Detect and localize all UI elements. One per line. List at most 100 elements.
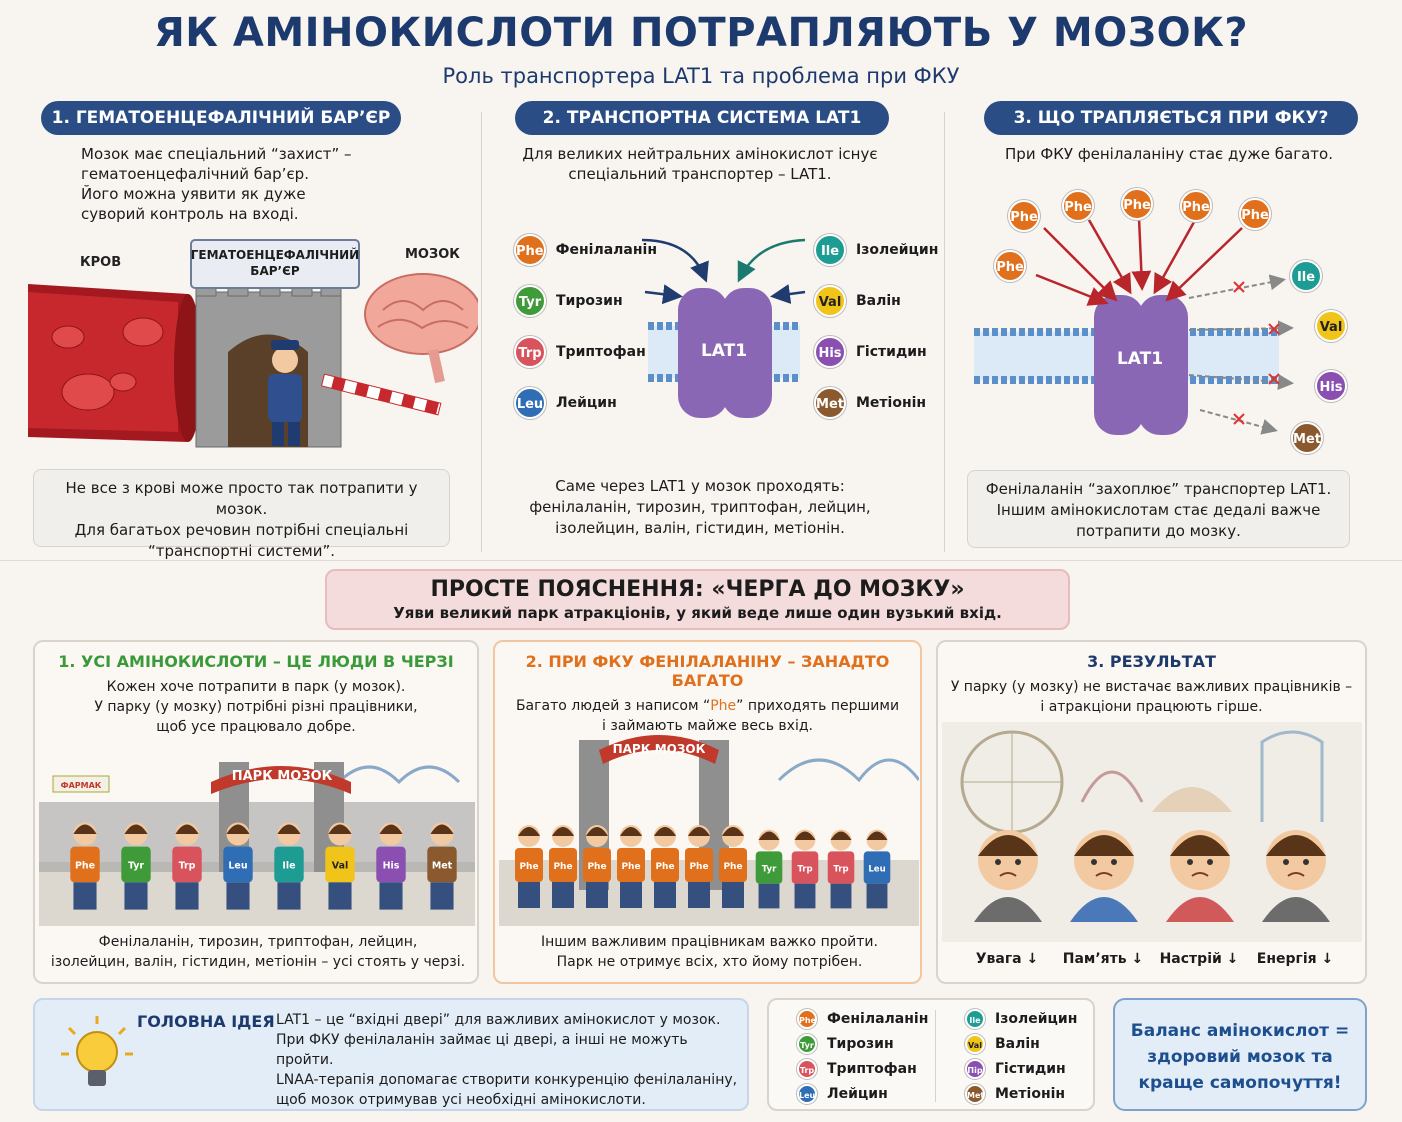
- panel1-text: Кожен хоче потрапити в парк (у мозок).У …: [94, 679, 418, 735]
- section2-intro: Для великих нейтральних амінокислот існу…: [522, 145, 878, 183]
- svg-text:Phe: Phe: [689, 862, 708, 872]
- svg-text:Phe: Phe: [519, 862, 538, 872]
- panel1-heading: 1. УСІ АМІНОКИСЛОТИ – ЦЕ ЛЮДИ В ЧЕРЗІ: [58, 652, 454, 671]
- panel3-heading: 3. РЕЗУЛЬТАТ: [1087, 652, 1216, 671]
- svg-text:Trp: Trp: [179, 861, 196, 872]
- amino-badge-icon: Trp: [514, 335, 546, 368]
- amino-badge-icon: Val: [965, 1033, 985, 1054]
- amino-badge-icon: Val: [814, 284, 846, 317]
- phe-molecule-icon: Phe: [1239, 198, 1271, 230]
- blocked-his-icon: His: [1315, 370, 1347, 402]
- section1-intro: Мозок має спеціальний “захист” –гематоен…: [81, 145, 352, 223]
- amino-badge-icon: Tyr: [797, 1033, 817, 1054]
- lat1-label: LAT1: [701, 341, 747, 361]
- main-idea-box: ГОЛОВНА ІДЕЯ LAT1 – це “вхідні двері” дл…: [33, 998, 749, 1111]
- person-phe: Phe: [719, 825, 747, 908]
- panel2-caption: Іншим важливим працівникам важко пройти.…: [541, 934, 878, 970]
- svg-text:Trp: Trp: [833, 864, 848, 874]
- sad-kid: [1262, 830, 1330, 922]
- person-phe: Phe: [685, 825, 713, 908]
- person-val: Val: [325, 822, 355, 910]
- label-energy: Енергія ↓: [1256, 951, 1334, 967]
- amino-name: Метіонін: [995, 1085, 1066, 1102]
- park-gate-sign: ПАРК МОЗОК: [232, 769, 333, 784]
- amino-name: Ізолейцин: [856, 241, 939, 258]
- svg-text:Ile: Ile: [282, 861, 295, 872]
- blocked-met-icon: Met: [1291, 422, 1323, 454]
- brain-label: МОЗОК: [405, 247, 460, 262]
- barrier-sign-line1: ГЕМАТОЕНЦЕФАЛІЧНИЙ: [191, 247, 359, 262]
- amino-badge-icon: Phe: [514, 233, 546, 266]
- phe-molecule-icon: Phe: [1062, 190, 1094, 222]
- amino-name: Ізолейцин: [995, 1010, 1078, 1027]
- pku-competition-diagram: LAT1: [974, 217, 1294, 435]
- svg-text:Phe: Phe: [75, 861, 95, 872]
- divider: [944, 112, 945, 552]
- svg-text:Val: Val: [332, 861, 348, 872]
- svg-text:Met: Met: [432, 861, 453, 872]
- panel-result: 3. РЕЗУЛЬТАТ У парку (у мозку) не вистач…: [936, 640, 1367, 984]
- main-idea-text: LAT1 – це “вхідні двері” для важливих ам…: [276, 1012, 738, 1108]
- svg-text:Phe: Phe: [553, 862, 572, 872]
- barrier-sign-line2: БАР’ЄР: [250, 264, 300, 278]
- amino-row-trp: Trp Триптофан: [514, 326, 654, 377]
- person-phe: Phe: [617, 825, 645, 908]
- divider: [0, 560, 1402, 561]
- person-phe: Phe: [651, 825, 679, 908]
- result-labels: Увага ↓ Пам’ять ↓ Настрій ↓ Енергія ↓: [938, 949, 1369, 969]
- section1-note: Не все з крові може просто так потрапити…: [33, 469, 450, 560]
- divider: [481, 112, 482, 552]
- amino-name: Валін: [856, 292, 901, 309]
- section2-note: Саме через LAT1 у мозок проходять:феніла…: [529, 477, 871, 537]
- svg-text:Phe: Phe: [723, 862, 742, 872]
- section3-note: Фенілаланін “захоплює” транспортер LAT1.…: [967, 470, 1350, 548]
- amino-name: Гістидин: [995, 1060, 1066, 1077]
- person-trp: Trp: [791, 829, 819, 909]
- blood-label: КРОВ: [80, 255, 121, 270]
- blocked-ile-icon: Ile: [1290, 260, 1322, 292]
- amino-badge-icon: Trp: [797, 1058, 817, 1079]
- amino-row-val: Val Валін: [814, 275, 939, 326]
- panel3-text: У парку (у мозку) не вистачає важливих п…: [950, 679, 1353, 715]
- amino-badge-icon: Leu: [797, 1083, 817, 1104]
- svg-text:Trp: Trp: [797, 864, 812, 874]
- person-his: His: [376, 822, 406, 910]
- person-phe: Phe: [549, 825, 577, 908]
- panel-queue: 1. УСІ АМІНОКИСЛОТИ – ЦЕ ЛЮДИ В ЧЕРЗІ Ко…: [33, 640, 479, 984]
- phe-molecule-icon: Phe: [994, 250, 1026, 282]
- panel2-heading: 2. ПРИ ФКУ ФЕНІЛАЛАНІНУ – ЗАНАДТО БАГАТО: [525, 652, 890, 690]
- amino-name: Триптофан: [556, 343, 646, 360]
- svg-text:His: His: [383, 861, 400, 872]
- sad-kids-illustration: [942, 722, 1362, 942]
- panel1-caption: Фенілаланін, тирозин, триптофан, лейцин,…: [50, 934, 466, 970]
- simple-explanation-banner: ПРОСТЕ ПОЯСНЕННЯ: «ЧЕРГА ДО МОЗКУ» Уяви …: [325, 569, 1070, 630]
- amino-badge-icon: Met: [965, 1083, 985, 1104]
- lightbulb-icon: [61, 1016, 133, 1086]
- amino-name: Лейцин: [556, 394, 617, 411]
- person-phe: Phe: [583, 825, 611, 908]
- label-mood: Настрій ↓: [1159, 951, 1239, 967]
- amino-name: Тирозин: [556, 292, 623, 309]
- svg-text:Leu: Leu: [228, 861, 247, 872]
- simple-subtitle: Уяви великий парк атракціонів, у який ве…: [393, 604, 1002, 622]
- amino-badge-icon: His: [814, 335, 846, 368]
- panel2-text: Багато людей з написом “Phe” приходять п…: [515, 698, 900, 734]
- small-sign: ФАРМАК: [61, 781, 102, 790]
- legend-row-leu: Leu Лейцин: [797, 1081, 947, 1106]
- section3-intro: При ФКУ фенілаланіну стає дуже багато.: [1005, 145, 1333, 163]
- legend-row-met: Met Метіонін: [965, 1081, 1095, 1106]
- amino-badge-icon: Leu: [514, 386, 546, 419]
- amino-row-leu: Leu Лейцин: [514, 377, 654, 428]
- amino-name: Лейцин: [827, 1085, 888, 1102]
- svg-text:Phe: Phe: [655, 862, 674, 872]
- label-memory: Пам’ять ↓: [1062, 951, 1144, 967]
